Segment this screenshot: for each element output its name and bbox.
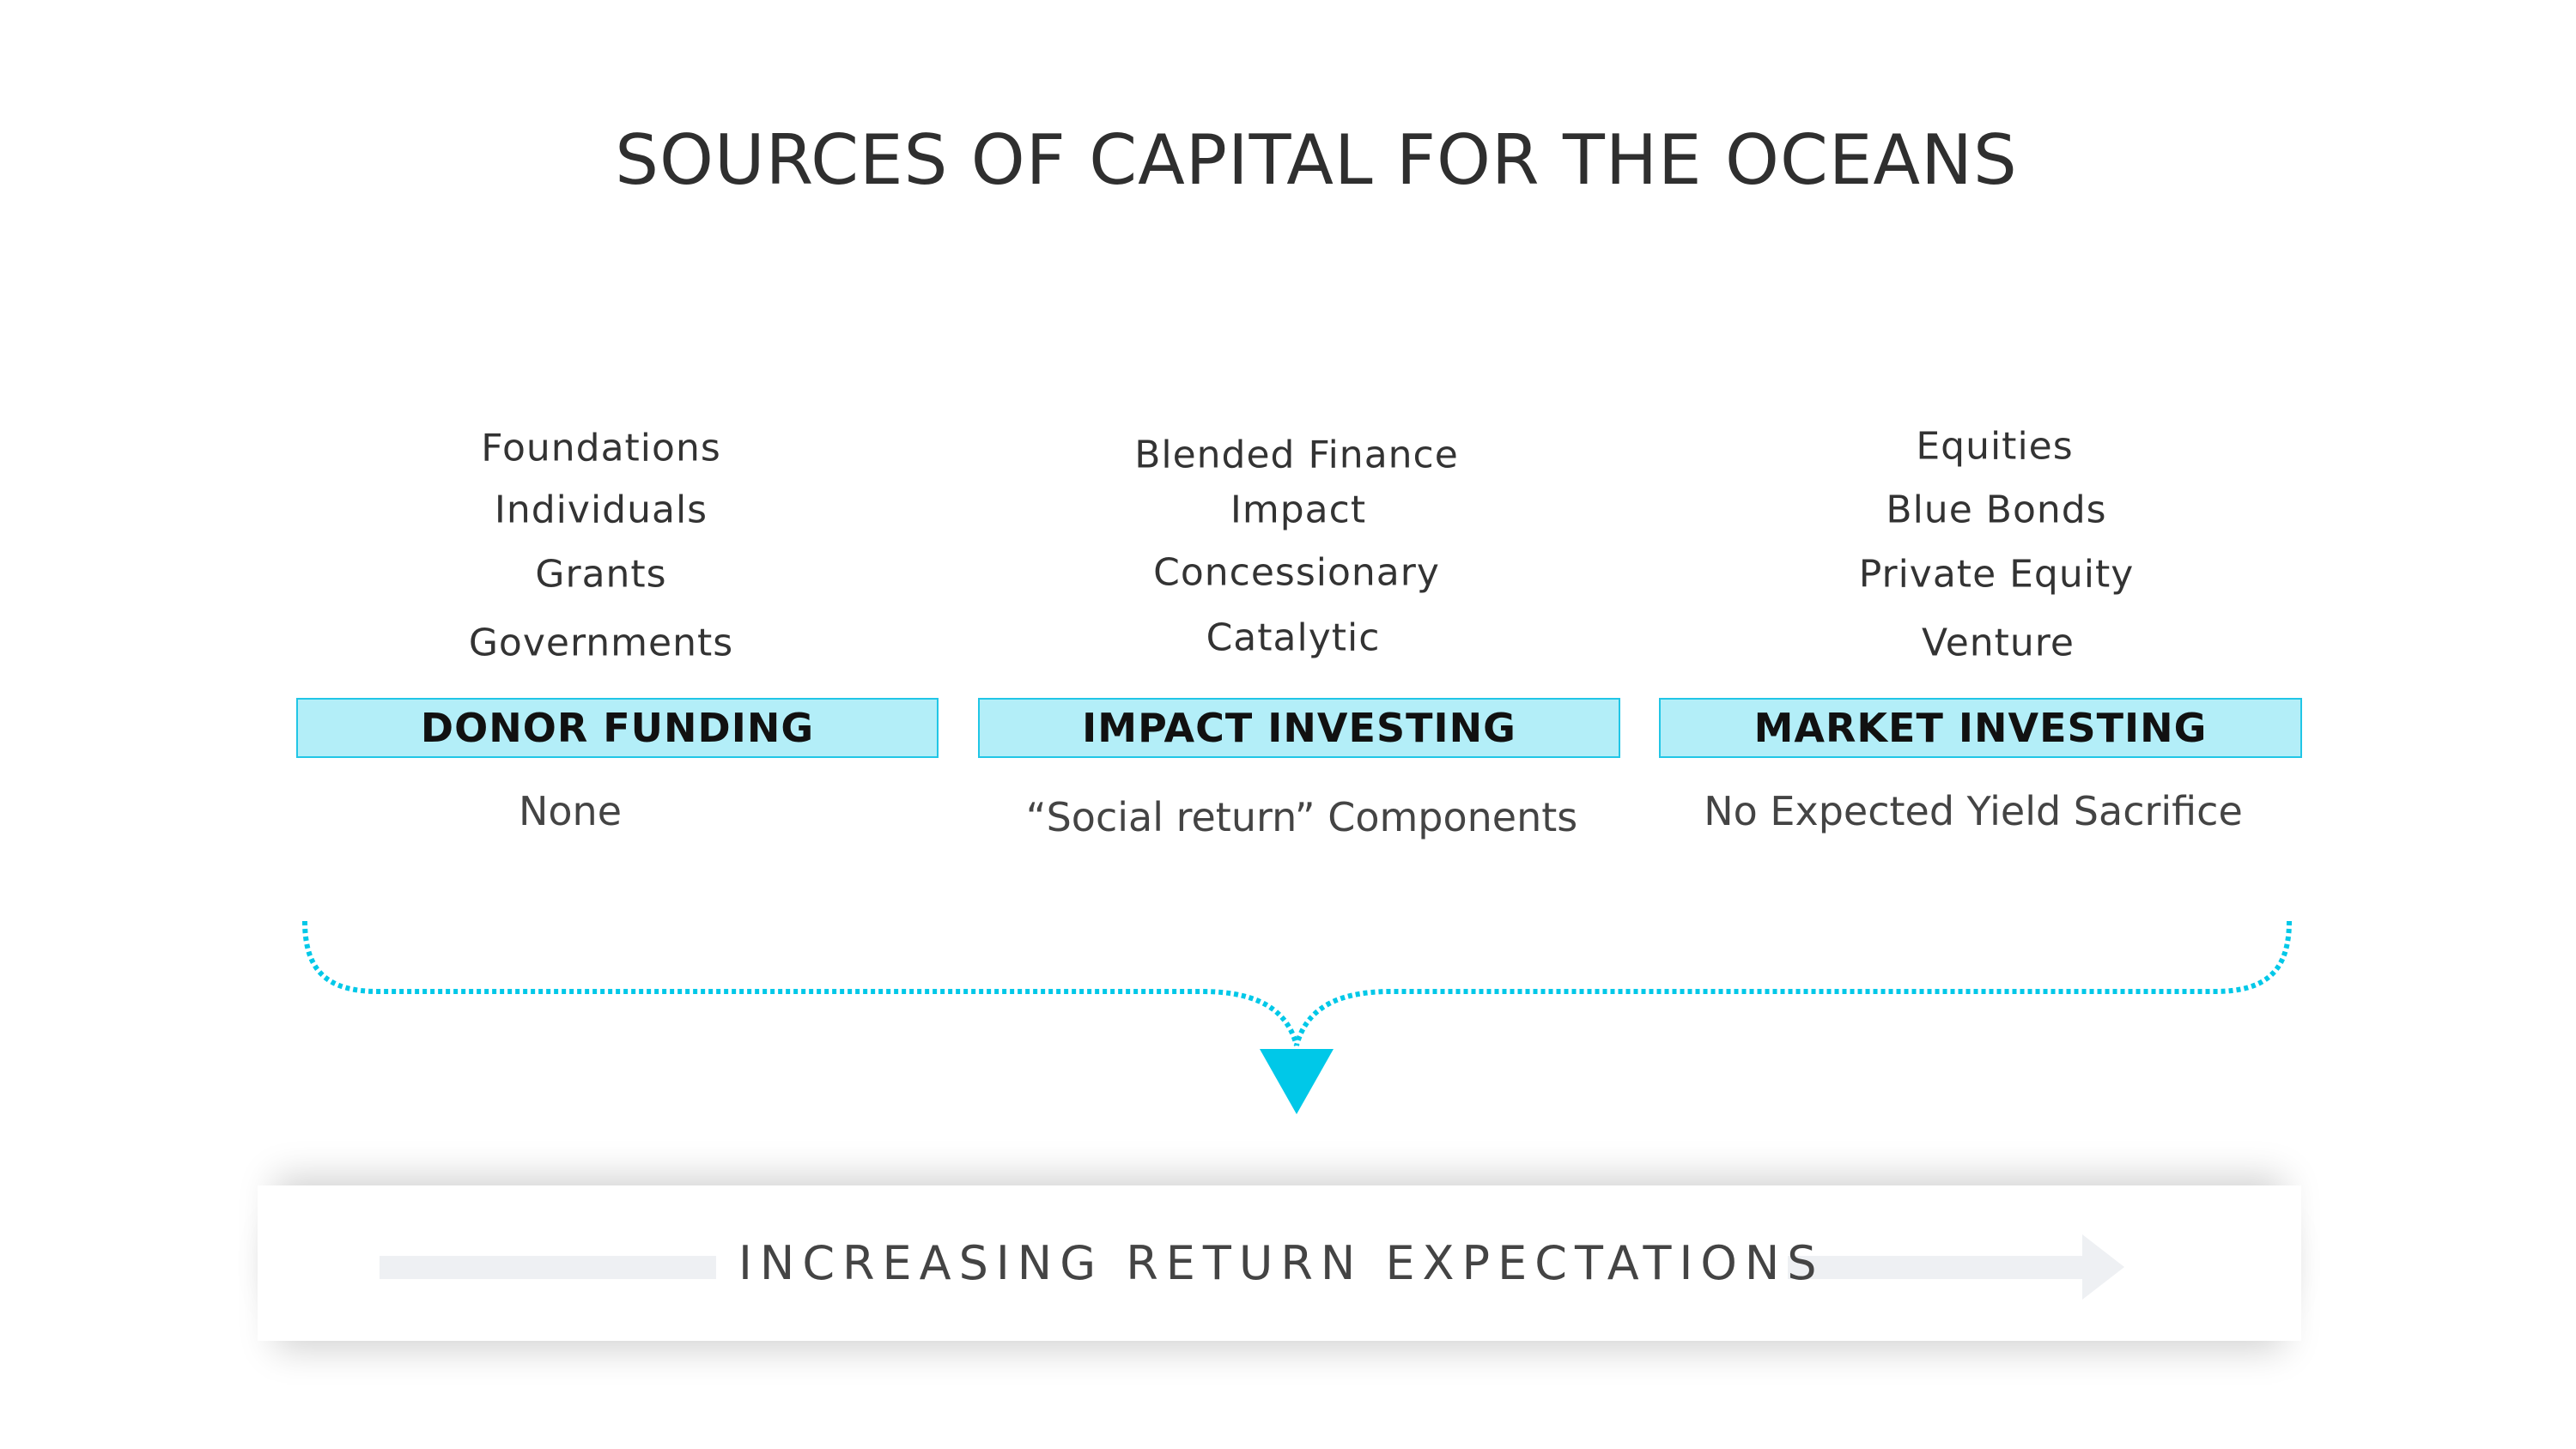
impact-item: Catalytic [1206,615,1381,660]
market-item: Private Equity [1858,552,2135,597]
down-arrow-icon [1260,1049,1334,1114]
impact-return: “Social return” Components [1025,794,1578,840]
impact-item: Concessionary [1153,550,1440,595]
market-item: Equities [1916,424,2074,469]
donor-return: None [518,788,623,834]
market-return: No Expected Yield Sacrifice [1704,788,2243,834]
bracket-left [302,920,1299,1046]
arrow-shaft-right [1788,1256,2084,1279]
donor-funding-box: DONOR FUNDING [296,698,939,758]
market-investing-box: MARKET INVESTING [1659,698,2302,758]
return-axis-label: INCREASING RETURN EXPECTATIONS [738,1236,1825,1290]
market-item: Venture [1922,621,2075,665]
bracket-right [1294,920,2292,1046]
donor-item: Individuals [494,488,708,532]
arrow-shaft-left [380,1256,716,1279]
impact-item: Impact [1230,488,1367,532]
impact-item: Blended Finance [1134,433,1459,477]
donor-item: Governments [468,621,734,665]
donor-item: Grants [535,552,667,597]
page-title: SOURCES OF CAPITAL FOR THE OCEANS [615,120,2018,200]
right-arrow-icon [2082,1234,2124,1300]
market-item: Blue Bonds [1886,488,2107,532]
donor-item: Foundations [481,426,721,470]
impact-investing-box: IMPACT INVESTING [978,698,1620,758]
